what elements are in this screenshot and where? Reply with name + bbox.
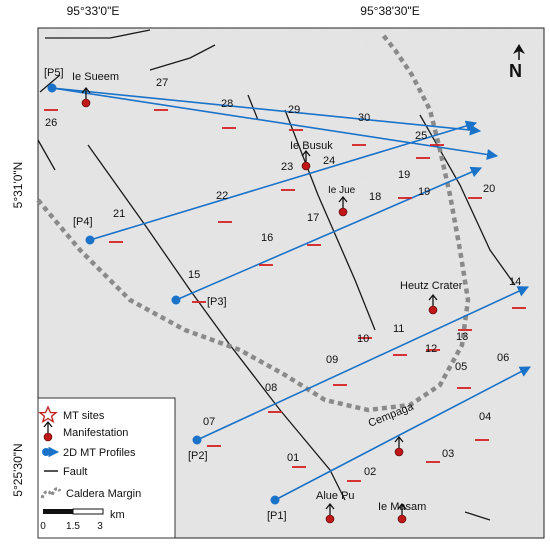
profile-labels: [P5] [P4] [P3] [P2] [P1] — [44, 67, 287, 522]
fault-line — [464, 511, 491, 521]
site-label: 02 — [364, 466, 376, 478]
mt-site-labels: 01 02 03 04 05 06 07 08 09 10 11 12 13 1… — [45, 77, 521, 478]
mt-site-legend-icon — [38, 405, 58, 423]
profile-label: [P5] — [44, 67, 64, 79]
scale-tick-1: 1.5 — [66, 521, 80, 532]
site-label: 20 — [483, 183, 495, 195]
place-label: Ie Busuk — [290, 140, 333, 152]
site-label: 10 — [357, 333, 369, 345]
fault-line — [39, 74, 61, 93]
profile-line-p5b — [51, 87, 499, 161]
profile-line-p2 — [196, 286, 530, 441]
profile-line-p1 — [274, 366, 531, 501]
site-label: 23 — [281, 161, 293, 173]
site-label: 14 — [509, 276, 521, 288]
profile-start-p4 — [85, 235, 95, 245]
site-label: 04 — [479, 411, 491, 423]
site-label: 13 — [456, 331, 468, 343]
north-arrow: N — [509, 44, 525, 81]
site-label: 18 — [369, 191, 381, 203]
site-label: 06 — [497, 352, 509, 364]
place-label: Ie Sueem — [72, 71, 119, 83]
coord-label-left-upper: 5°31'0"N — [11, 162, 25, 209]
legend-profiles: 2D MT Profiles — [63, 447, 136, 459]
scale-bar: 0 1.5 3 km — [40, 508, 125, 532]
profile-label: [P4] — [73, 216, 93, 228]
place-label: Alue Pu — [316, 490, 355, 502]
site-label: 19 — [418, 186, 430, 198]
legend-caldera: Caldera Margin — [66, 488, 141, 500]
north-label: N — [509, 61, 522, 81]
site-label: 16 — [261, 232, 273, 244]
site-label: 09 — [326, 354, 338, 366]
site-label: 28 — [221, 98, 233, 110]
scale-unit: km — [110, 509, 125, 521]
site-label: 29 — [288, 104, 300, 116]
profile-line-p4 — [89, 120, 478, 241]
site-label: 25 — [415, 130, 427, 142]
legend: MT sites Manifestation 2D MT Profiles Fa… — [37, 397, 176, 539]
site-label: 08 — [265, 382, 277, 394]
profile-lines — [47, 83, 531, 505]
site-label: 05 — [455, 361, 467, 373]
profile-start-p5 — [47, 83, 57, 93]
site-label: 11 — [393, 323, 404, 335]
site-label: 21 — [113, 208, 125, 220]
profile-start-p2 — [192, 435, 202, 445]
mt-site-markers — [44, 109, 526, 482]
profile-start-p1 — [270, 495, 280, 505]
coord-label-top-right: 95°38'30"E — [360, 4, 419, 18]
profile-label: [P3] — [207, 296, 227, 308]
legend-manifestation: Manifestation — [63, 427, 128, 439]
profile-label: [P2] — [188, 450, 208, 462]
site-label: 24 — [323, 155, 335, 167]
legend-fault: Fault — [63, 466, 87, 478]
site-label: 07 — [203, 416, 215, 428]
profile-start-p3 — [171, 295, 181, 305]
place-label: Heutz Crater — [400, 280, 463, 292]
legend-mt-sites: MT sites — [63, 410, 105, 422]
site-label: 19 — [398, 169, 410, 181]
site-label: 03 — [442, 448, 454, 460]
place-label: Ie Masam — [378, 501, 426, 513]
site-label: 27 — [156, 77, 168, 89]
site-label: 22 — [216, 190, 228, 202]
profile-label: [P1] — [267, 510, 287, 522]
fault-line — [284, 109, 376, 331]
coord-label-top-left: 95°33'0"E — [67, 4, 120, 18]
profile-line-p3 — [175, 166, 483, 301]
place-label: Ie Jue — [328, 185, 356, 196]
site-label: 26 — [45, 117, 57, 129]
site-label: 30 — [358, 112, 370, 124]
site-label: 15 — [188, 269, 200, 281]
site-label: 01 — [287, 452, 299, 464]
site-label: 12 — [425, 343, 437, 355]
caldera-legend-line — [40, 487, 62, 499]
coord-label-left-lower: 5°25'30"N — [11, 443, 25, 496]
fault-line — [45, 29, 151, 39]
scale-tick-0: 0 — [40, 521, 46, 532]
legend-box — [37, 397, 176, 539]
scale-tick-2: 3 — [97, 521, 103, 532]
profile-line-p5 — [51, 87, 482, 136]
fault-line — [149, 44, 216, 71]
caldera-margin — [36, 33, 471, 413]
fault-line — [37, 139, 56, 171]
site-label: 17 — [307, 212, 319, 224]
